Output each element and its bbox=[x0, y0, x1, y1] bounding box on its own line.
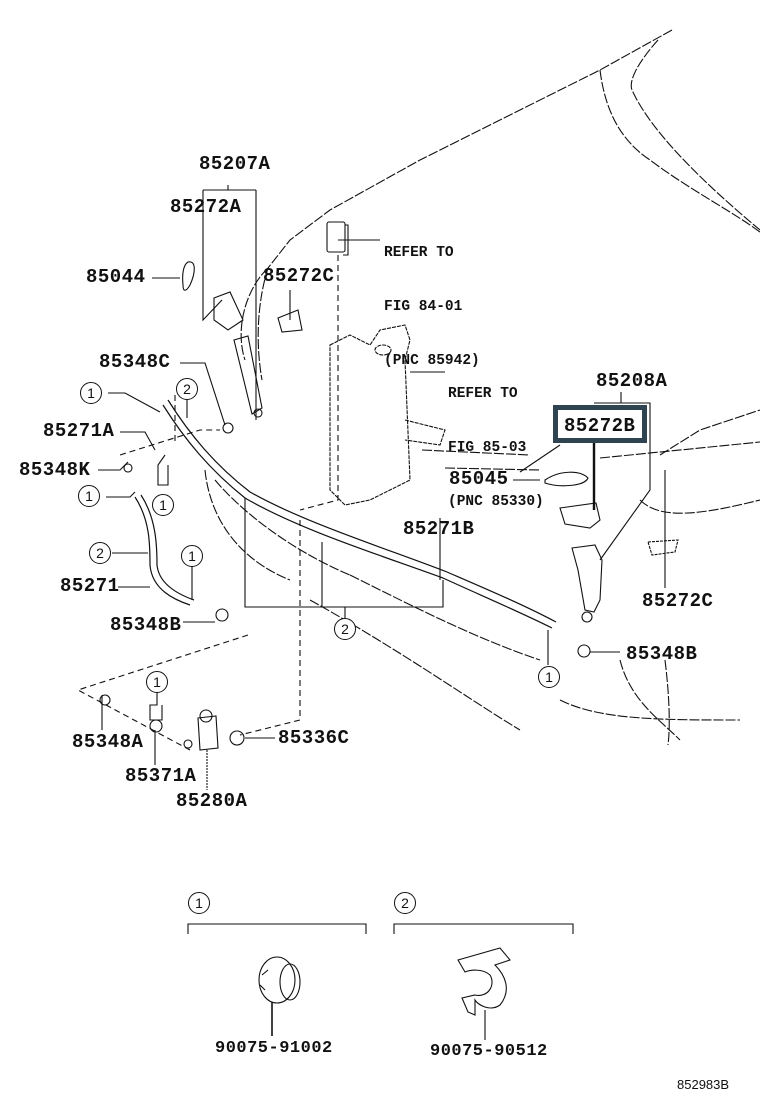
reference-line: REFER TO bbox=[384, 245, 454, 261]
callout-1: 1 bbox=[181, 545, 203, 567]
part-label-85272B[interactable]: 85272B bbox=[564, 415, 636, 437]
reference-line: FIG 85-03 bbox=[448, 440, 527, 456]
reference-line: REFER TO bbox=[448, 386, 518, 402]
callout-1: 1 bbox=[146, 671, 168, 693]
part-label-85207A[interactable]: 85207A bbox=[199, 153, 271, 175]
reference-line: FIG 84-01 bbox=[384, 299, 463, 315]
part-label-85272C-right[interactable]: 85272C bbox=[642, 590, 714, 612]
callout-1: 1 bbox=[80, 382, 102, 404]
washer-hose-85271B bbox=[162, 399, 557, 629]
legend-marker-1: 1 bbox=[188, 892, 210, 914]
small-fittings bbox=[99, 422, 591, 751]
part-label-85348A[interactable]: 85348A bbox=[72, 731, 144, 753]
part-label-85272A[interactable]: 85272A bbox=[170, 196, 242, 218]
legend-part-number-2[interactable]: 90075-90512 bbox=[430, 1042, 548, 1061]
cap-85044-icon bbox=[182, 261, 195, 291]
reference-line: (PNC 85330) bbox=[448, 494, 544, 510]
part-label-85271A[interactable]: 85271A bbox=[43, 420, 115, 442]
bracket-85272C-right-icon bbox=[647, 539, 679, 556]
part-label-85272C-top[interactable]: 85272C bbox=[263, 265, 335, 287]
callout-1: 1 bbox=[78, 485, 100, 507]
part-label-85348C[interactable]: 85348C bbox=[99, 351, 171, 373]
part-label-85348K[interactable]: 85348K bbox=[19, 459, 91, 481]
bracket-85272C-top bbox=[277, 309, 303, 333]
callout-1: 1 bbox=[152, 494, 174, 516]
washer-hose-85271 bbox=[134, 494, 195, 606]
clamp-ring-icon bbox=[258, 956, 301, 1004]
part-label-85271[interactable]: 85271 bbox=[60, 575, 120, 597]
part-label-85208A[interactable]: 85208A bbox=[596, 370, 668, 392]
relay-84-01 bbox=[326, 221, 349, 256]
hose-clip-icon bbox=[457, 947, 511, 1016]
part-label-85271B[interactable]: 85271B bbox=[403, 518, 475, 540]
part-label-85044[interactable]: 85044 bbox=[86, 266, 146, 288]
part-label-85336C[interactable]: 85336C bbox=[278, 727, 350, 749]
callout-2: 2 bbox=[89, 542, 111, 564]
reference-line: (PNC 85942) bbox=[384, 353, 480, 369]
callout-2: 2 bbox=[176, 378, 198, 400]
legend-part-number-1[interactable]: 90075-91002 bbox=[215, 1039, 333, 1058]
callout-2: 2 bbox=[334, 618, 356, 640]
part-label-85045[interactable]: 85045 bbox=[449, 468, 509, 490]
cap-85045-icon bbox=[544, 471, 589, 487]
figure-id: 852983B bbox=[677, 1077, 730, 1092]
part-label-85280A[interactable]: 85280A bbox=[176, 790, 248, 812]
reference-note-fig-85-03[interactable]: REFER TO FIG 85-03 (PNC 85330) bbox=[448, 349, 544, 547]
part-label-85371A[interactable]: 85371A bbox=[125, 765, 197, 787]
legend-brackets bbox=[187, 923, 574, 1040]
callout-1: 1 bbox=[538, 666, 560, 688]
part-label-85348B-right[interactable]: 85348B bbox=[626, 643, 698, 665]
headlamp-washer-nozzle-right bbox=[559, 502, 603, 623]
reference-note-fig-84-01[interactable]: REFER TO FIG 84-01 (PNC 85942) bbox=[384, 208, 480, 406]
legend-marker-2: 2 bbox=[394, 892, 416, 914]
washer-tank bbox=[329, 324, 446, 506]
leader-lines bbox=[98, 185, 666, 790]
part-label-85348B-left[interactable]: 85348B bbox=[110, 614, 182, 636]
assembly-dashed-lines bbox=[76, 255, 339, 751]
headlamp-washer-nozzle-left bbox=[213, 291, 263, 418]
highlighted-part-box[interactable]: 85272B bbox=[553, 405, 647, 443]
